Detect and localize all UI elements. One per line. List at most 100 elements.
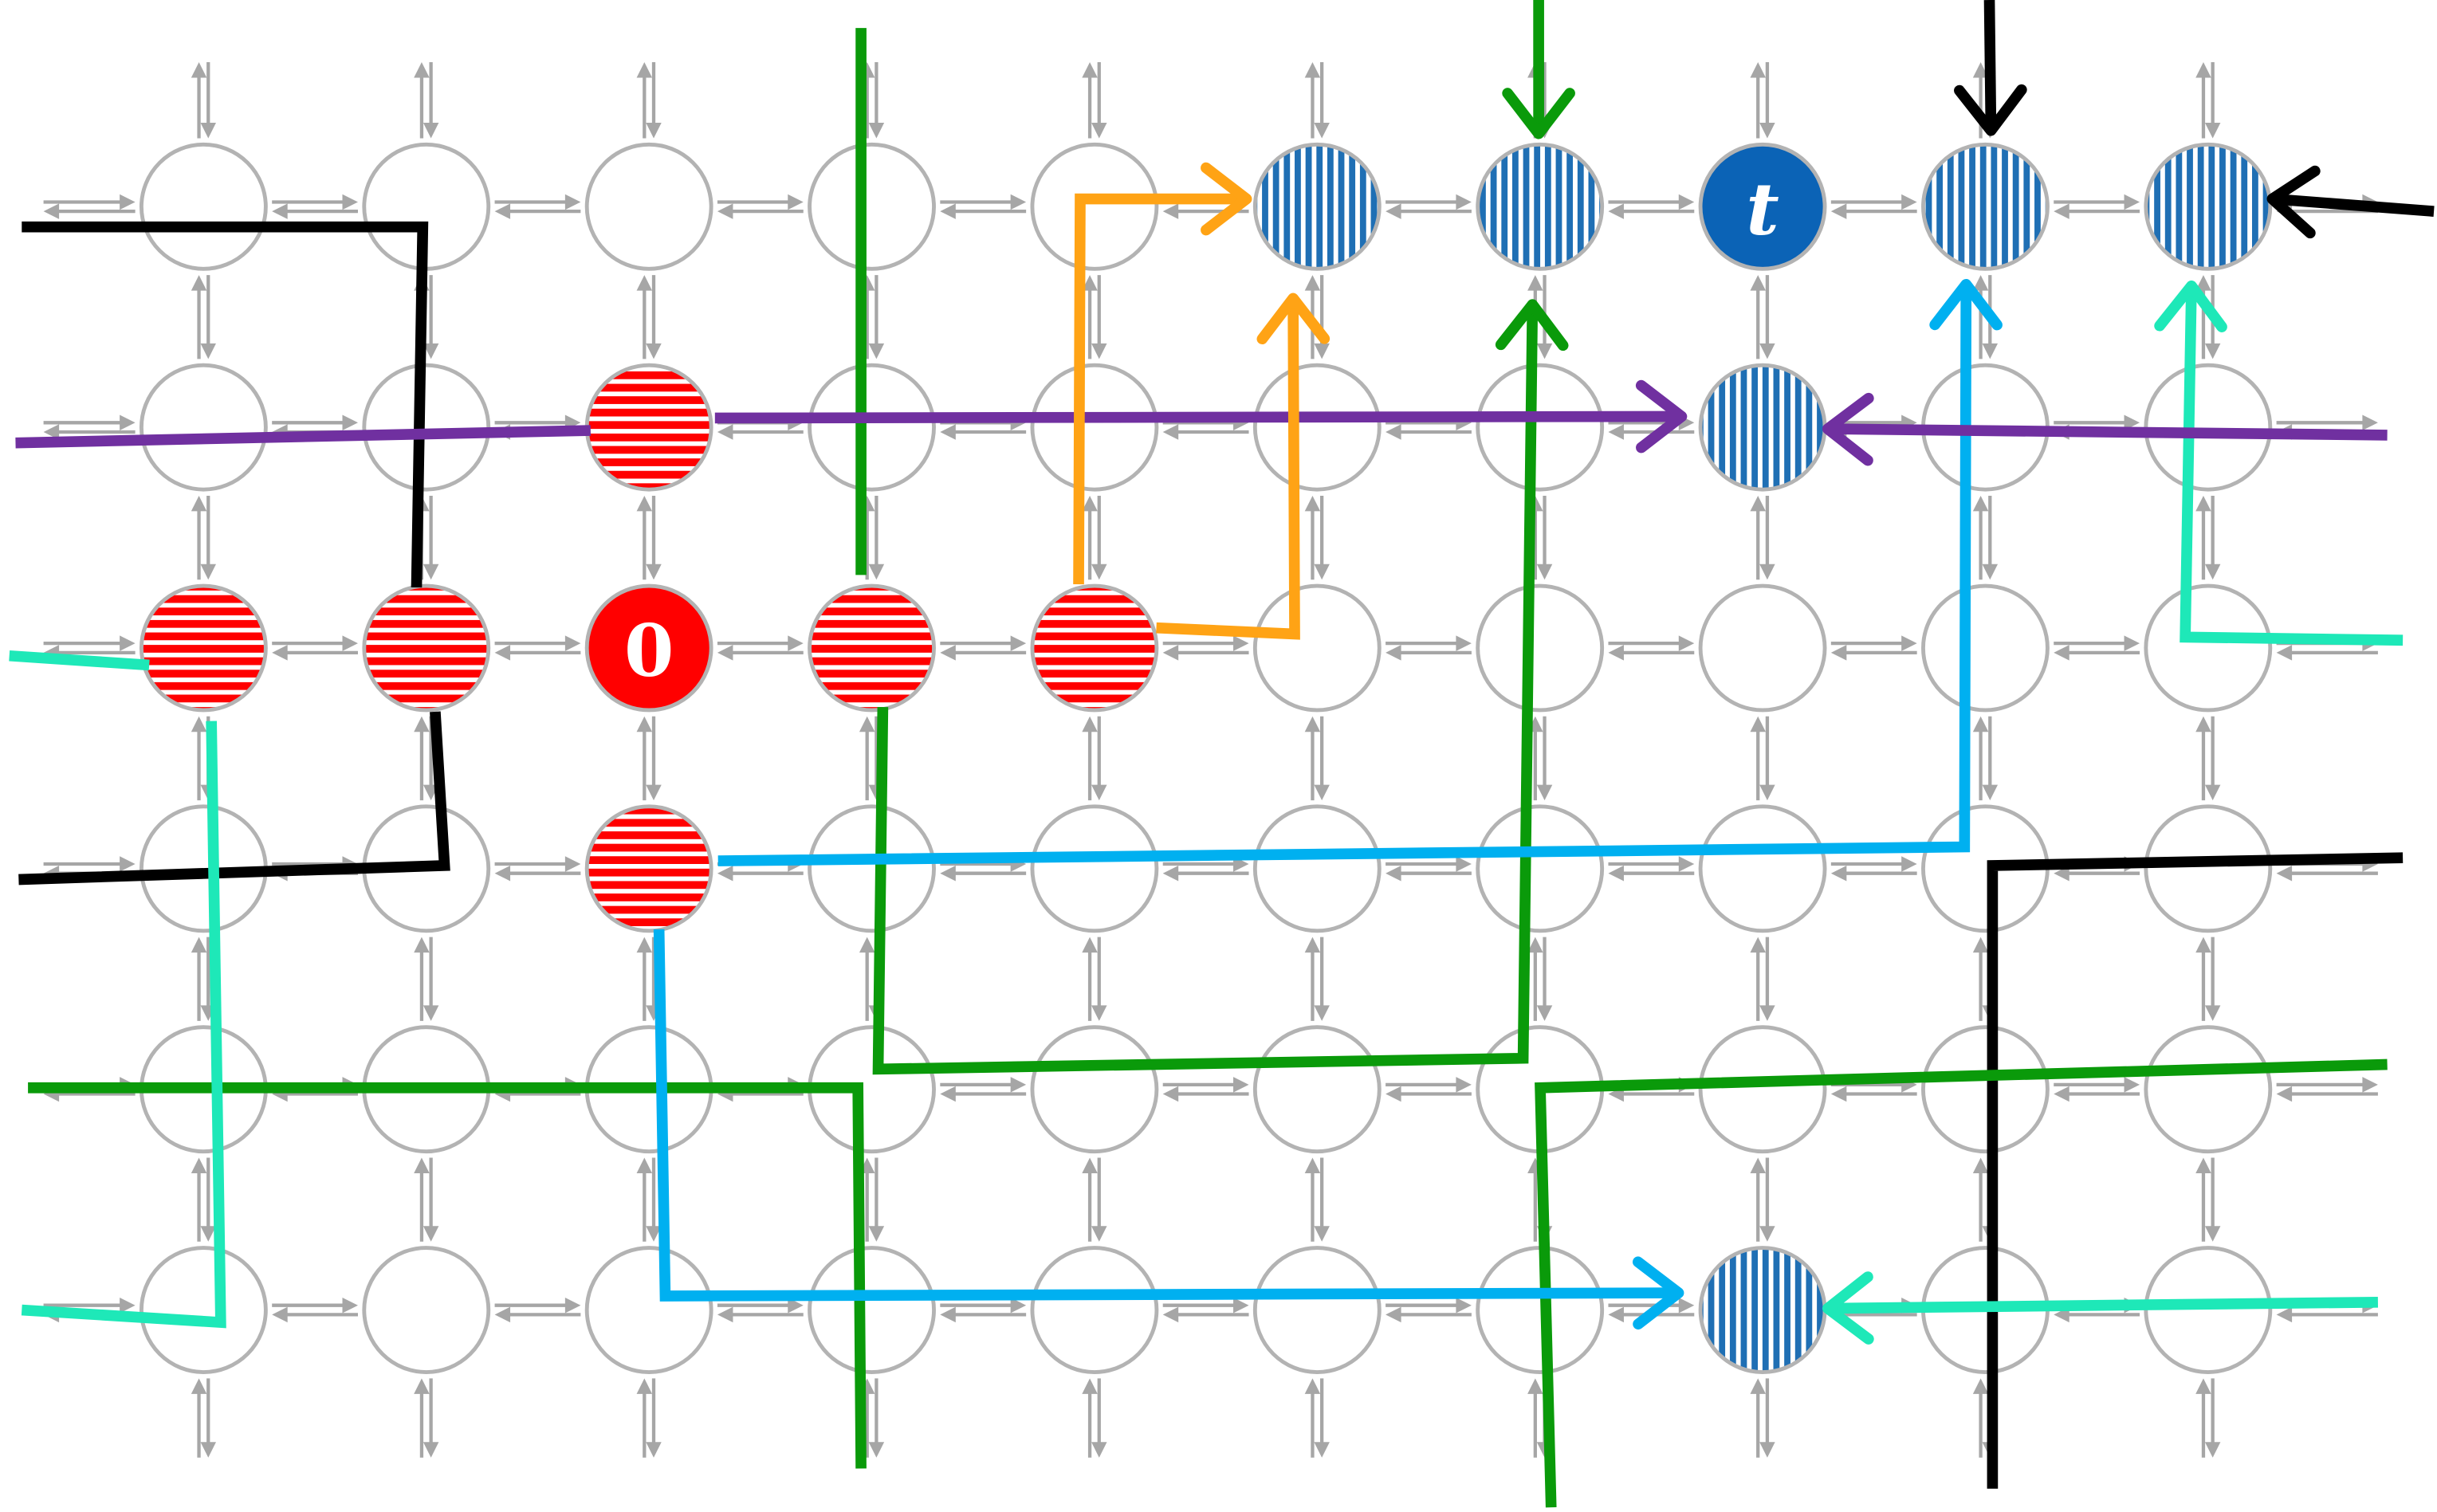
arrowhead [272, 645, 288, 661]
arrowhead [120, 635, 136, 651]
sky-arrow-lower [653, 929, 1684, 1330]
grid-node [1698, 583, 1827, 713]
arrowhead [191, 716, 207, 732]
arrowhead [636, 61, 653, 78]
grid-node [1030, 1246, 1159, 1374]
arrowhead [2195, 1157, 2211, 1173]
purple-arrow-left-line [15, 425, 592, 449]
arrowhead [868, 123, 885, 139]
arrowhead [1678, 635, 1695, 651]
arrowhead [2195, 937, 2211, 953]
arrowhead [2204, 1226, 2221, 1242]
arrowhead [1982, 564, 1999, 580]
orange-arrow-upper-line [1073, 193, 1247, 585]
origin-node [584, 583, 713, 713]
arrowhead [43, 424, 60, 440]
arrowhead [414, 937, 430, 953]
grid-node [2144, 1025, 2273, 1154]
arrowhead [1010, 1077, 1027, 1093]
arrowhead [1082, 716, 1098, 732]
grid-node [1476, 804, 1605, 933]
arrowhead [1162, 865, 1179, 882]
teal-arrow-right-head [2154, 280, 2227, 332]
arrowhead [1750, 495, 1766, 512]
arrowhead [1608, 1306, 1624, 1323]
grid-node [1921, 583, 2050, 713]
arrowhead [1091, 343, 1107, 359]
arrowhead [1082, 61, 1098, 78]
arrowhead [494, 645, 511, 661]
green-line-bottom-left-line [28, 1082, 867, 1469]
arrowhead [940, 645, 956, 661]
arrowhead [1901, 856, 1917, 872]
arrowhead [859, 937, 875, 953]
green-path-middle [872, 299, 1569, 1075]
arrowhead [1233, 635, 1249, 651]
target-label: t [1746, 168, 1779, 252]
grid-node [808, 1246, 936, 1374]
black-path-bottom-right-line [1987, 852, 2404, 1489]
arrowhead [1304, 495, 1321, 512]
red-striped-node [584, 804, 713, 933]
arrowhead [940, 424, 956, 440]
grid-node [1252, 363, 1382, 492]
arrowhead [423, 343, 439, 359]
green-path-middle-line [872, 304, 1539, 1075]
arrowhead [2204, 343, 2221, 359]
grid-node [1030, 363, 1159, 492]
arrowhead [191, 61, 207, 78]
arrowhead [2195, 275, 2211, 291]
arrowhead [646, 564, 662, 580]
arrowhead [1082, 1378, 1098, 1394]
arrowhead [1972, 716, 1989, 732]
arrowhead [1972, 275, 1989, 291]
arrowhead [2204, 784, 2221, 801]
colored-paths [9, 0, 2435, 1508]
teal-arrow-right-line [2180, 285, 2404, 646]
arrowhead [1759, 784, 1775, 801]
arrowhead [120, 856, 136, 872]
arrowhead [1750, 61, 1766, 78]
arrowhead [1759, 1226, 1775, 1242]
arrowhead [2195, 1378, 2211, 1394]
teal-arrow-bottom-line [1827, 1296, 2378, 1314]
arrowhead [1314, 343, 1330, 359]
grid-node [1252, 583, 1382, 713]
grid-node [362, 363, 491, 492]
black-path-left-lower [18, 711, 450, 886]
arrowhead [646, 1226, 662, 1242]
blue-striped-node [1698, 363, 1827, 492]
sky-arrow-upper-line [717, 284, 1972, 866]
arrowhead [868, 1226, 885, 1242]
grid-nodes [139, 142, 2273, 1374]
arrowhead [1386, 203, 1401, 219]
arrowhead [1830, 865, 1847, 882]
arrowhead [717, 1306, 733, 1323]
grid-node [1030, 804, 1159, 933]
arrowhead [423, 1226, 439, 1242]
arrowhead [564, 635, 581, 651]
arrowhead [1386, 865, 1401, 882]
orange-arrow-lower-line [1156, 298, 1300, 640]
arrowhead [1314, 1005, 1330, 1021]
arrowhead [1750, 937, 1766, 953]
arrowhead [1536, 343, 1553, 359]
arrowhead [2195, 495, 2211, 512]
arrowhead [1982, 784, 1999, 801]
arrowhead [43, 203, 60, 219]
arrowhead [1304, 275, 1321, 291]
arrowhead [717, 645, 733, 661]
arrowhead [646, 1442, 662, 1458]
arrowhead [342, 635, 358, 651]
arrowhead [1536, 564, 1553, 580]
arrowhead [1678, 1297, 1695, 1314]
arrowhead [1010, 194, 1027, 210]
arrowhead [636, 937, 653, 953]
sky-arrow-lower-head [1632, 1256, 1684, 1330]
arrowhead [1901, 194, 1917, 210]
red-striped-node [139, 583, 268, 713]
orange-arrow-upper-head [1201, 162, 1252, 236]
arrowhead [191, 1157, 207, 1173]
arrowhead [1091, 564, 1107, 580]
arrowhead [1972, 1157, 1989, 1173]
